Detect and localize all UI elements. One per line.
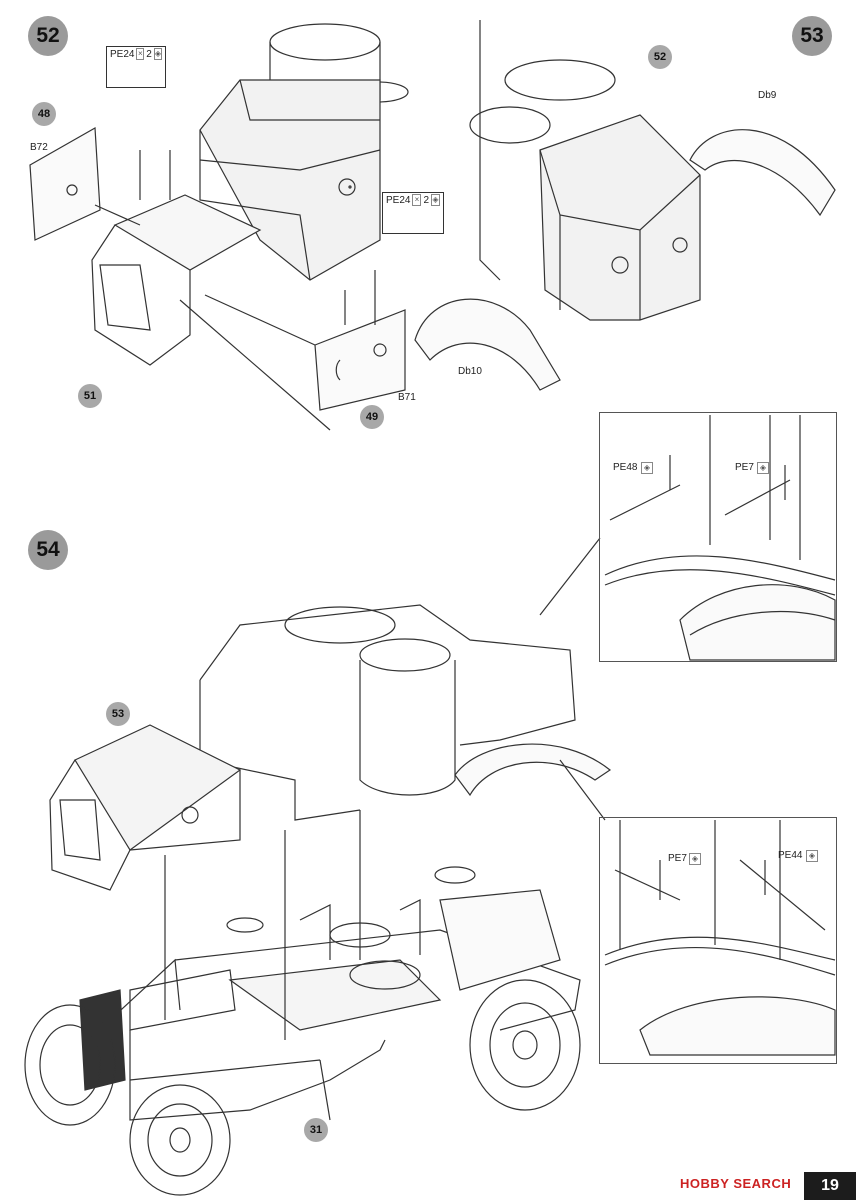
pe24-qty-a: 2 <box>146 48 152 60</box>
label-db10: Db10 <box>458 366 482 377</box>
callout-51: 51 <box>78 384 102 408</box>
step54-vehicle <box>24 604 612 1196</box>
callout-48: 48 <box>32 102 56 126</box>
label-pe48: PE48 <box>613 462 638 473</box>
photo-etch-icon: ◈ <box>806 850 818 862</box>
pe24-part-box-b: PE24 × 2 ◈ <box>382 192 444 234</box>
step-54-badge: 54 <box>28 530 68 570</box>
photo-etch-icon: ◈ <box>689 853 701 865</box>
quantity-x2-icon: × <box>136 48 145 60</box>
label-pe7-b: PE7 <box>668 853 687 864</box>
pe24-label-a: PE24 <box>110 48 135 60</box>
label-b72: B72 <box>30 142 48 153</box>
callout-31: 31 <box>304 1118 328 1142</box>
step-52-badge: 52 <box>28 16 68 56</box>
label-b71: B71 <box>398 392 416 403</box>
label-db9: Db9 <box>758 90 777 101</box>
pe24-label-b: PE24 <box>386 194 411 206</box>
quantity-x2-icon: × <box>412 194 422 206</box>
pe24-part-box-a: PE24 × 2 ◈ <box>106 46 166 88</box>
watermark-logo: HOBBY SEARCH <box>680 1176 792 1191</box>
photo-etch-icon: ◈ <box>641 462 653 474</box>
photo-etch-icon: ◈ <box>153 48 162 60</box>
pe24-qty-b: 2 <box>423 194 430 206</box>
inset-bottom-lines <box>559 759 836 1056</box>
label-pe7-a: PE7 <box>735 462 754 473</box>
step-53-badge: 53 <box>792 16 832 56</box>
photo-etch-icon: ◈ <box>431 194 440 206</box>
photo-etch-icon: ◈ <box>757 462 769 474</box>
detail-inset-step54 <box>599 817 837 1064</box>
detail-inset-step53 <box>599 412 837 662</box>
inset-top-lines <box>539 415 836 661</box>
callout-52: 52 <box>648 45 672 69</box>
callout-49: 49 <box>360 405 384 429</box>
step52-hull <box>29 23 409 431</box>
page-number: 19 <box>804 1172 856 1200</box>
step53-hull <box>348 20 836 391</box>
callout-53: 53 <box>106 702 130 726</box>
label-pe44: PE44 <box>778 850 803 861</box>
